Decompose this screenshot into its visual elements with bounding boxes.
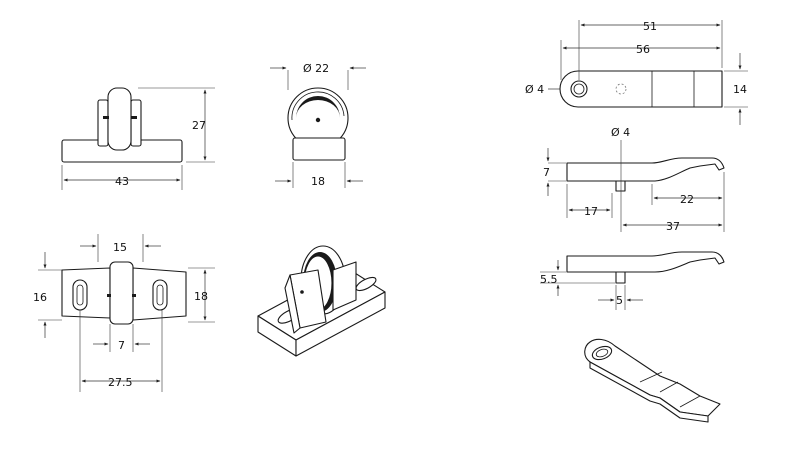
- dim-arm-height: 14: [733, 83, 747, 96]
- dim-top-hole-spacing: 27.5: [108, 376, 133, 389]
- arm-isometric: [584, 338, 721, 423]
- dim-top-slot: 7: [118, 339, 125, 352]
- dim-top-center: 15: [113, 241, 127, 254]
- dim-arm-51: 51: [643, 20, 657, 33]
- dim-holder-height: 27: [192, 119, 206, 132]
- arm-top-view: 51 56 Ø 4 14 Ø 4: [525, 20, 748, 139]
- holder-top-view: 15 16 18 7 27.5: [33, 234, 215, 392]
- dim-arm-thickness: 7: [543, 166, 550, 179]
- dim-top-left-height: 16: [33, 291, 47, 304]
- arm-side-view: 7 17 22 37: [543, 140, 725, 233]
- roller-side-view: Ø 22 18: [270, 62, 366, 188]
- dim-arm-56: 56: [636, 43, 650, 56]
- dim-arm-total: 37: [666, 220, 680, 233]
- holder-front-view: 27 43: [61, 87, 215, 190]
- dim-arm-pin-offset: 17: [584, 205, 598, 218]
- dim-arm-hole: Ø 4: [525, 83, 544, 96]
- dim-arm-pin: Ø 4: [611, 126, 630, 139]
- dim-holder-width: 43: [115, 175, 129, 188]
- dim-arm2-height: 5.5: [540, 273, 558, 286]
- dim-roller-width: 18: [311, 175, 325, 188]
- dim-top-right-height: 18: [194, 290, 208, 303]
- dim-arm2-pin: 5: [616, 294, 623, 307]
- holder-isometric: [257, 245, 386, 357]
- arm-side-view-2: 5.5 5: [540, 251, 725, 310]
- dim-roller-diameter: Ø 22: [303, 62, 329, 75]
- dim-arm-tip: 22: [680, 193, 694, 206]
